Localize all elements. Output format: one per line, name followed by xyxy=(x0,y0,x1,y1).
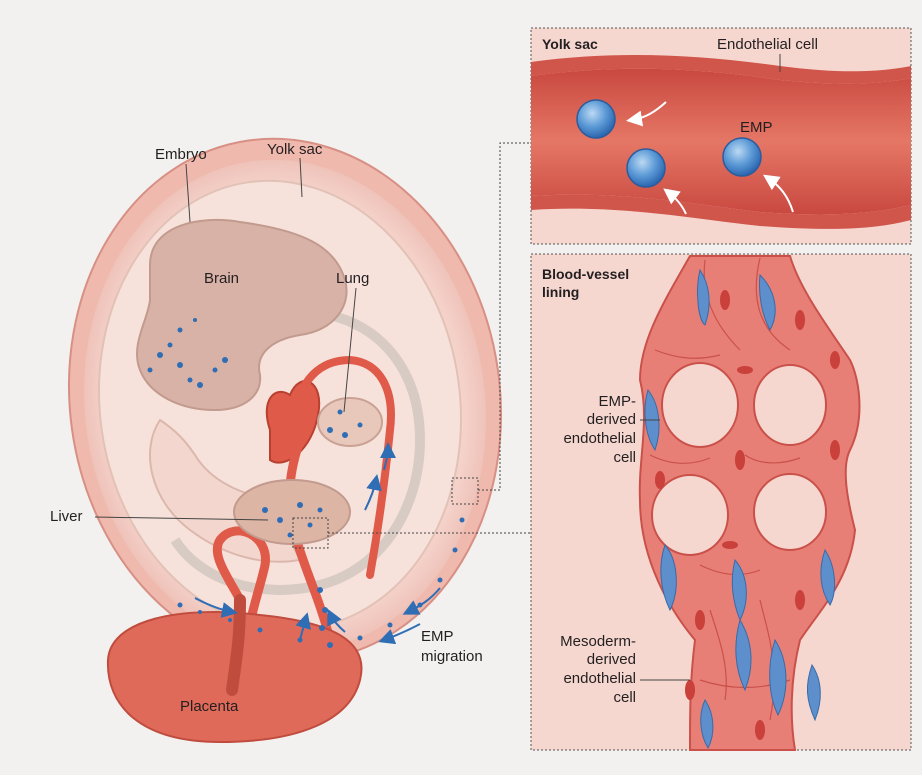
label-mesoderm-derived-4: cell xyxy=(613,689,636,706)
label-emp-derived-1: EMP- xyxy=(599,393,637,410)
embryo-illustration: Embryo Yolk sac Brain Lung Liver Placent… xyxy=(36,111,535,742)
emp-cell xyxy=(627,149,665,187)
label-liver: Liver xyxy=(50,508,83,525)
label-mesoderm-derived-3: endothelial xyxy=(563,670,636,687)
label-endothelial-cell: Endothelial cell xyxy=(717,36,818,53)
label-emp: EMP xyxy=(740,119,773,136)
label-emp-derived-4: cell xyxy=(613,449,636,466)
label-emp-migration-2: migration xyxy=(421,648,483,665)
vessel-lumen xyxy=(531,69,911,215)
panel-title-vessel-2: lining xyxy=(542,284,579,300)
vessel-lining-panel: Blood-vessel lining EMP- derived endothe… xyxy=(531,254,911,750)
mesh-hole xyxy=(662,363,738,447)
label-placenta: Placenta xyxy=(180,698,239,715)
lung-organ xyxy=(318,398,382,446)
label-embryo: Embryo xyxy=(155,146,207,163)
panel-title-vessel-1: Blood-vessel xyxy=(542,266,629,282)
label-emp-derived-3: endothelial xyxy=(563,430,636,447)
yolk-sac-panel: Yolk sac Endothelial cell EMP xyxy=(531,28,911,244)
panel-title-yolk-sac: Yolk sac xyxy=(542,36,598,52)
label-lung: Lung xyxy=(336,270,369,287)
mesh-hole xyxy=(754,474,826,550)
label-emp-derived-2: derived xyxy=(587,411,636,428)
mesh-hole xyxy=(754,365,826,445)
mesh-hole xyxy=(652,475,728,555)
emp-cell xyxy=(723,138,761,176)
label-mesoderm-derived-1: Mesoderm- xyxy=(560,633,636,650)
emp-cell xyxy=(577,100,615,138)
label-emp-migration-1: EMP xyxy=(421,628,454,645)
label-brain: Brain xyxy=(204,270,239,287)
label-mesoderm-derived-2: derived xyxy=(587,651,636,668)
label-yolk-sac: Yolk sac xyxy=(267,141,323,158)
